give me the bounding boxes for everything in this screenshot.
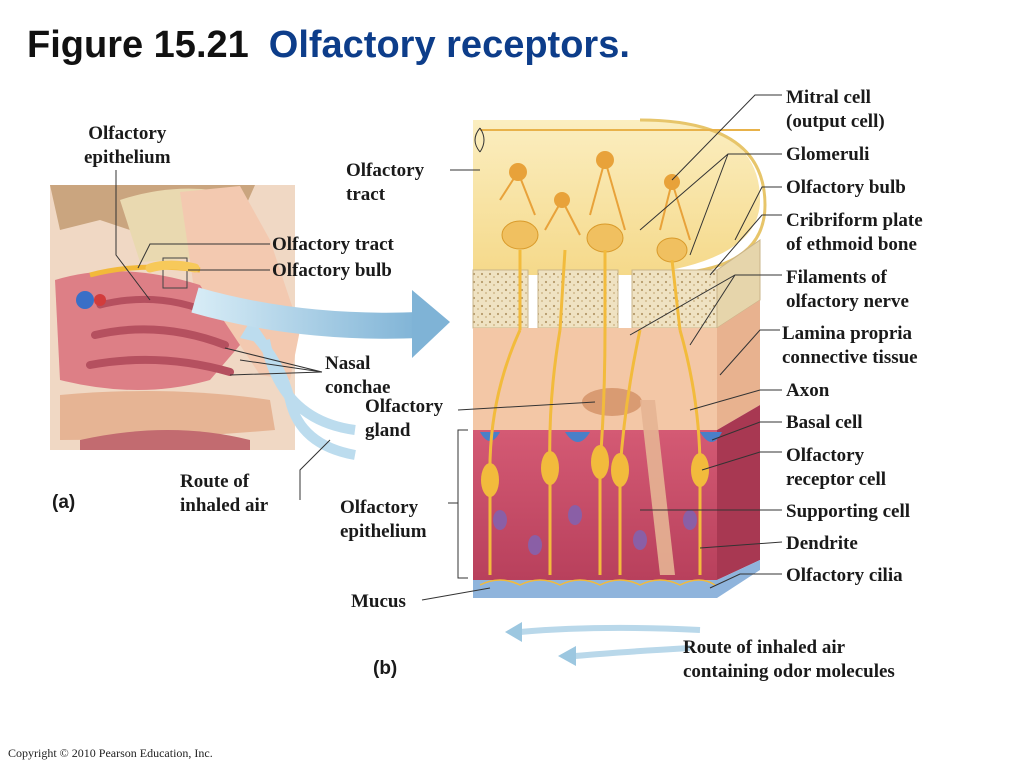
air-arrowhead bbox=[240, 318, 270, 345]
leader-a-route bbox=[299, 439, 331, 500]
label-a-olfactory-tract: Olfactory tract bbox=[272, 234, 394, 255]
label-b-olfactory-bulb: Olfactory bulb bbox=[786, 177, 906, 198]
bottom-air-arrow-2 bbox=[574, 645, 691, 659]
leader-b-cribriform bbox=[709, 214, 782, 276]
head-section bbox=[50, 185, 450, 460]
label-b-olfactory-receptor-cell: Olfactory receptor cell bbox=[786, 445, 887, 490]
label-b-supporting-cell: Supporting cell bbox=[786, 501, 911, 522]
leader-b-glomeruli bbox=[639, 153, 782, 256]
palate bbox=[60, 391, 275, 440]
receptor-cell-body bbox=[481, 463, 499, 497]
nucleus bbox=[633, 530, 647, 550]
olfactory-bulb-a bbox=[145, 260, 200, 273]
leader-b-receptor bbox=[701, 451, 782, 471]
leader-b-cilia bbox=[709, 573, 782, 589]
nucleus bbox=[568, 505, 582, 525]
epithelium-bracket bbox=[457, 429, 468, 579]
glomerulus bbox=[656, 237, 688, 263]
epithelium-side bbox=[717, 405, 760, 580]
figure-title: Figure 15.21 Olfactory receptors. bbox=[27, 22, 630, 68]
nucleus bbox=[528, 535, 542, 555]
air-arrow-2 bbox=[246, 326, 356, 460]
tongue bbox=[80, 430, 250, 450]
bottom-arrowhead-2 bbox=[558, 646, 576, 666]
label-b-glomeruli: Glomeruli bbox=[786, 144, 870, 165]
mitral-cells bbox=[480, 129, 760, 241]
label-b-dendrite: Dendrite bbox=[786, 533, 858, 554]
lamina-propria-side bbox=[717, 300, 760, 430]
panel-b-tag: (b) bbox=[373, 658, 398, 679]
leader-b-basal bbox=[711, 421, 782, 441]
basal-cells bbox=[480, 432, 722, 442]
receptor-cell-bodies bbox=[481, 445, 709, 497]
label-a-olfactory-epithelium: Olfactory epithelium bbox=[84, 123, 171, 168]
bottom-arrowhead-1 bbox=[505, 622, 522, 642]
zoom-arrow-shaft bbox=[191, 287, 421, 339]
figure-name: Olfactory receptors. bbox=[268, 24, 630, 66]
leader-a-conchae bbox=[224, 347, 323, 376]
label-b-mucus: Mucus bbox=[351, 591, 406, 612]
supporting-cell-highlight bbox=[640, 400, 675, 575]
label-a-olfactory-bulb: Olfactory bulb bbox=[272, 260, 392, 281]
leader-a-epithelium bbox=[115, 170, 151, 301]
label-b-cribriform-plate: Cribriform plate of ethmoid bone bbox=[786, 210, 923, 255]
middle-concha bbox=[91, 325, 229, 349]
mucus-surface bbox=[473, 560, 760, 598]
leader-b-bulb bbox=[734, 186, 782, 241]
copyright-notice: Copyright © 2010 Pearson Education, Inc. bbox=[8, 746, 213, 760]
label-b-mitral-cell: Mitral cell (output cell) bbox=[786, 87, 885, 132]
label-b-lamina-propria: Lamina propria connective tissue bbox=[782, 323, 918, 368]
zoom-arrow-head bbox=[412, 290, 450, 358]
label-b-olfactory-gland: Olfactory gland bbox=[365, 396, 444, 441]
leader-b-lamina bbox=[719, 329, 780, 376]
label-a-nasal-conchae: Nasal conchae bbox=[325, 353, 391, 398]
label-b-olfactory-epithelium: Olfactory epithelium bbox=[340, 497, 427, 542]
nucleus bbox=[683, 510, 697, 530]
bottom-air-arrow-1 bbox=[519, 624, 701, 635]
label-b-basal-cell: Basal cell bbox=[786, 412, 863, 433]
receptor-cell-body bbox=[691, 453, 709, 487]
receptor-cell-body bbox=[541, 451, 559, 485]
glomeruli bbox=[501, 220, 688, 263]
label-b-route-inhaled-air: Route of inhaled air containing odor mol… bbox=[683, 637, 895, 682]
leader-b-filaments bbox=[629, 274, 782, 346]
basal-cell bbox=[700, 432, 722, 442]
inferior-concha bbox=[86, 355, 234, 376]
figure-number: Figure 15.21 bbox=[27, 24, 249, 66]
leader-b-dendrite bbox=[699, 541, 783, 549]
panel-a-tag: (a) bbox=[52, 492, 76, 513]
tract-bracket bbox=[474, 127, 485, 153]
cilia bbox=[479, 579, 716, 586]
leader-b-gland bbox=[457, 401, 596, 411]
glomerulus bbox=[586, 223, 624, 253]
label-a-route-of-inhaled-air: Route of inhaled air bbox=[180, 471, 269, 516]
nucleus bbox=[493, 510, 507, 530]
receptor-cell-body bbox=[611, 453, 629, 487]
blood-vessel-red bbox=[94, 294, 106, 306]
supporting-cell-nuclei bbox=[493, 505, 697, 555]
label-b-filaments: Filaments of olfactory nerve bbox=[786, 267, 909, 312]
mucosa-block bbox=[457, 118, 767, 666]
label-b-olfactory-tract: Olfactory tract bbox=[346, 160, 425, 205]
leader-lines bbox=[115, 94, 783, 601]
label-b-axon: Axon bbox=[786, 380, 830, 401]
leader-a-tract bbox=[137, 243, 270, 269]
basal-cell bbox=[565, 432, 590, 442]
label-b-olfactory-cilia: Olfactory cilia bbox=[786, 565, 903, 586]
lamina-propria bbox=[473, 328, 717, 430]
leader-b-mucus bbox=[421, 587, 491, 601]
zoom-box bbox=[162, 257, 188, 289]
glomerulus bbox=[501, 220, 539, 250]
blood-vessel-blue bbox=[76, 291, 94, 309]
leader-b-axon bbox=[689, 389, 782, 411]
leader-b-mitral bbox=[671, 94, 782, 181]
receptor-cell-body bbox=[591, 445, 609, 479]
